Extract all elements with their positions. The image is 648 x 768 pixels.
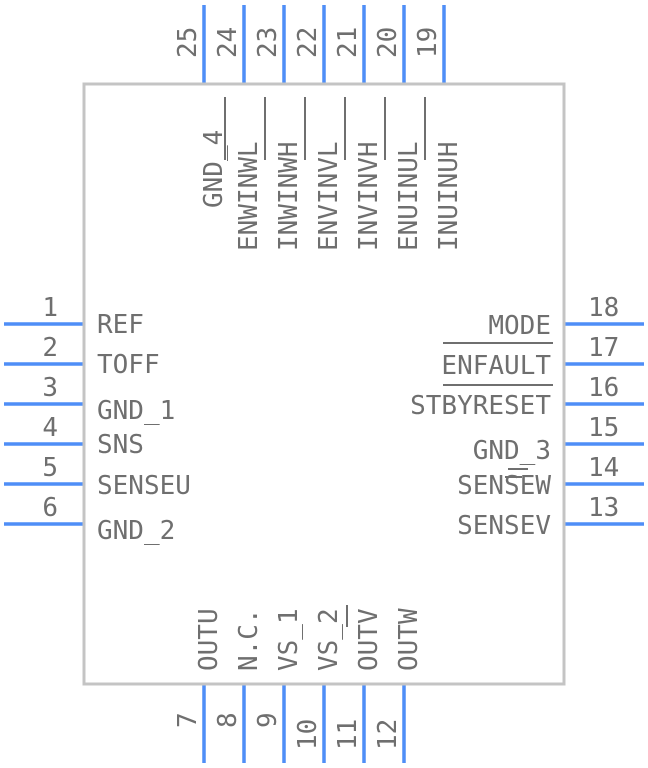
pin-12-number: 12 xyxy=(373,719,403,750)
pin-9-name: VS_1 xyxy=(274,608,304,671)
pin-6-name: GND_2 xyxy=(97,516,175,546)
pin-3-number: 3 xyxy=(42,373,58,403)
pin-17-name: ENFAULT xyxy=(441,351,551,381)
pin-10-name: VS_2 xyxy=(314,608,344,671)
pin-1-name: REF xyxy=(97,310,144,340)
pin-1-number: 1 xyxy=(42,293,58,323)
pin-19-number: 19 xyxy=(413,27,443,58)
left-pins xyxy=(4,322,84,526)
left-pin-names: REF TOFF GND_1 SNS SENSEU GND_2 xyxy=(97,310,191,546)
pin-8-name: N.C. xyxy=(234,608,264,671)
pin-22-number: 22 xyxy=(293,27,323,58)
pin-23-number: 23 xyxy=(253,27,283,58)
pin-5-number: 5 xyxy=(42,453,58,483)
pin-2-number: 2 xyxy=(42,333,58,363)
top-pin-names: GND_4 ENWINWL INWINWH ENVINVL INVINVH EN… xyxy=(199,130,464,251)
pin-24-name: ENWINWL xyxy=(234,141,264,251)
pin-15-name: GND_3 xyxy=(473,436,551,466)
pin-23-name: INWINWH xyxy=(274,141,304,251)
pin-6-number: 6 xyxy=(42,493,58,523)
pin-20-name: ENUINUL xyxy=(394,141,424,251)
pin-8-number: 8 xyxy=(213,712,243,728)
left-pin-numbers: 1 2 3 4 5 6 xyxy=(42,293,58,523)
pin-10-number: 10 xyxy=(293,719,323,750)
pin-4-name: SNS xyxy=(97,430,144,460)
pin-20-number: 20 xyxy=(373,27,403,58)
pin-21-name: INVINVH xyxy=(354,141,384,251)
pin-9-number: 9 xyxy=(253,712,283,728)
pin-15-number: 15 xyxy=(588,413,619,443)
pin-11-name: OUTV xyxy=(354,608,384,671)
bottom-pins xyxy=(202,685,406,763)
pin-13-name: SENSEV xyxy=(457,511,551,541)
bottom-pin-names: OUTU N.C. VS_1 VS_2 OUTV OUTW xyxy=(194,608,424,671)
pin-22-name: ENVINVL xyxy=(314,141,344,251)
pin-5-name: SENSEU xyxy=(97,471,191,501)
pin-24-number: 24 xyxy=(213,27,243,58)
pin-14-name: SENSEW xyxy=(457,471,551,501)
pin-16-number: 16 xyxy=(588,373,619,403)
bottom-pin-numbers: 7 8 9 10 11 12 xyxy=(173,712,403,750)
top-pins xyxy=(202,5,446,83)
pin-18-number: 18 xyxy=(588,293,619,323)
pin-7-number: 7 xyxy=(173,712,203,728)
pin-13-number: 13 xyxy=(588,493,619,523)
pin-17-number: 17 xyxy=(588,333,619,363)
pin-2-name: TOFF xyxy=(97,350,160,380)
pin-21-number: 21 xyxy=(333,27,363,58)
pin-18-name: MODE xyxy=(488,311,551,341)
right-pin-numbers: 18 17 16 15 14 13 xyxy=(588,293,619,523)
right-pin-names: MODE ENFAULT STBYRESET GND_3 SENSEW SENS… xyxy=(410,311,551,541)
right-pins xyxy=(564,322,644,526)
top-pin-numbers: 25 24 23 22 21 20 19 xyxy=(173,27,443,58)
pin-4-number: 4 xyxy=(42,413,58,443)
pin-14-number: 14 xyxy=(588,453,619,483)
pin-11-number: 11 xyxy=(333,719,363,750)
overbars xyxy=(224,97,553,627)
pin-19-name: INUINUH xyxy=(434,141,464,251)
pin-7-name: OUTU xyxy=(194,608,224,671)
pin-3-name: GND_1 xyxy=(97,396,175,426)
pin-12-name: OUTW xyxy=(394,608,424,671)
pin-16-name: STBYRESET xyxy=(410,391,551,421)
pin-25-number: 25 xyxy=(173,27,203,58)
